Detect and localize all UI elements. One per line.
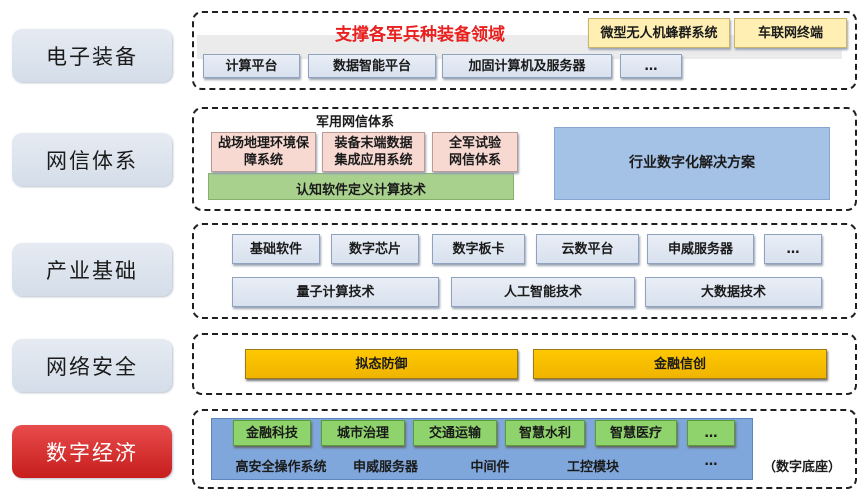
- netinfo-title: 军用网信体系: [315, 114, 394, 130]
- industry-item-big-data[interactable]: 大数据技术: [645, 277, 822, 307]
- digital-base-label: （数字底座）: [762, 459, 841, 475]
- netinfo-base-label: 认知软件定义计算技术: [295, 182, 426, 198]
- industry-item-digital-board[interactable]: 数字板卡: [432, 234, 525, 264]
- equipment-title: 支撑各军兵种装备领域: [335, 24, 505, 45]
- category-network-info-system[interactable]: 网信体系: [12, 133, 172, 186]
- security-panel: [192, 333, 857, 395]
- netinfo-item-test-network[interactable]: 全军试验网信体系: [432, 132, 518, 172]
- category-label: 产业基础: [46, 258, 138, 283]
- industry-item-quantum-computing[interactable]: 量子计算技术: [232, 277, 439, 307]
- highlight-vehicle-terminal[interactable]: 车联网终端: [734, 18, 847, 48]
- economy-app-more[interactable]: …: [687, 420, 735, 446]
- base-item-middleware: 中间件: [470, 459, 510, 475]
- economy-app-smart-healthcare[interactable]: 智慧医疗: [595, 420, 677, 446]
- category-network-security[interactable]: 网络安全: [12, 339, 172, 392]
- category-label: 网络安全: [46, 354, 138, 379]
- industry-item-ai[interactable]: 人工智能技术: [451, 277, 635, 307]
- industry-item-sunway-server[interactable]: 申威服务器: [647, 234, 754, 264]
- industry-item-digital-chip[interactable]: 数字芯片: [331, 234, 419, 264]
- security-item-financial-innovation[interactable]: 金融信创: [533, 349, 827, 379]
- industry-item-cloud-data-platform[interactable]: 云数平台: [536, 234, 639, 264]
- netinfo-item-terminal-data[interactable]: 装备末端数据集成应用系统: [322, 132, 425, 172]
- base-item-more: …: [704, 453, 718, 469]
- category-label: 电子装备: [46, 44, 138, 69]
- economy-app-transportation[interactable]: 交通运输: [413, 420, 497, 446]
- security-item-mimic-defense[interactable]: 拟态防御: [245, 349, 518, 379]
- economy-app-urban-governance[interactable]: 城市治理: [321, 420, 405, 446]
- base-item-sunway-server: 申威服务器: [352, 459, 418, 475]
- industry-panel: [192, 223, 857, 319]
- economy-app-fintech[interactable]: 金融科技: [233, 420, 311, 446]
- equipment-item-rugged-computers[interactable]: 加固计算机及服务器: [442, 54, 612, 78]
- equipment-item-more[interactable]: …: [620, 54, 682, 78]
- netinfo-item-battlefield-geo[interactable]: 战场地理环境保障系统: [211, 132, 316, 172]
- equipment-panel: [192, 11, 857, 90]
- base-item-industrial-control: 工控模块: [566, 459, 619, 475]
- category-electronic-equipment[interactable]: 电子装备: [12, 29, 172, 82]
- equipment-item-data-intelligence-platform[interactable]: 数据智能平台: [308, 54, 436, 78]
- netinfo-panel: [192, 107, 857, 211]
- industry-item-basic-software[interactable]: 基础软件: [232, 234, 320, 264]
- category-digital-economy[interactable]: 数字经济: [12, 425, 172, 478]
- highlight-drone-swarm[interactable]: 微型无人机蜂群系统: [588, 18, 730, 48]
- industry-item-more[interactable]: …: [764, 234, 822, 264]
- equipment-item-computing-platform[interactable]: 计算平台: [203, 54, 300, 78]
- netinfo-base-band: [208, 173, 514, 200]
- economy-panel: [192, 409, 857, 489]
- base-item-secure-os: 高安全操作系统: [235, 459, 327, 475]
- category-label: 网信体系: [46, 148, 138, 173]
- category-industry-foundation[interactable]: 产业基础: [12, 243, 172, 296]
- category-label: 数字经济: [46, 440, 138, 465]
- industry-digital-solutions[interactable]: 行业数字化解决方案: [554, 127, 830, 200]
- economy-app-smart-water[interactable]: 智慧水利: [505, 420, 585, 446]
